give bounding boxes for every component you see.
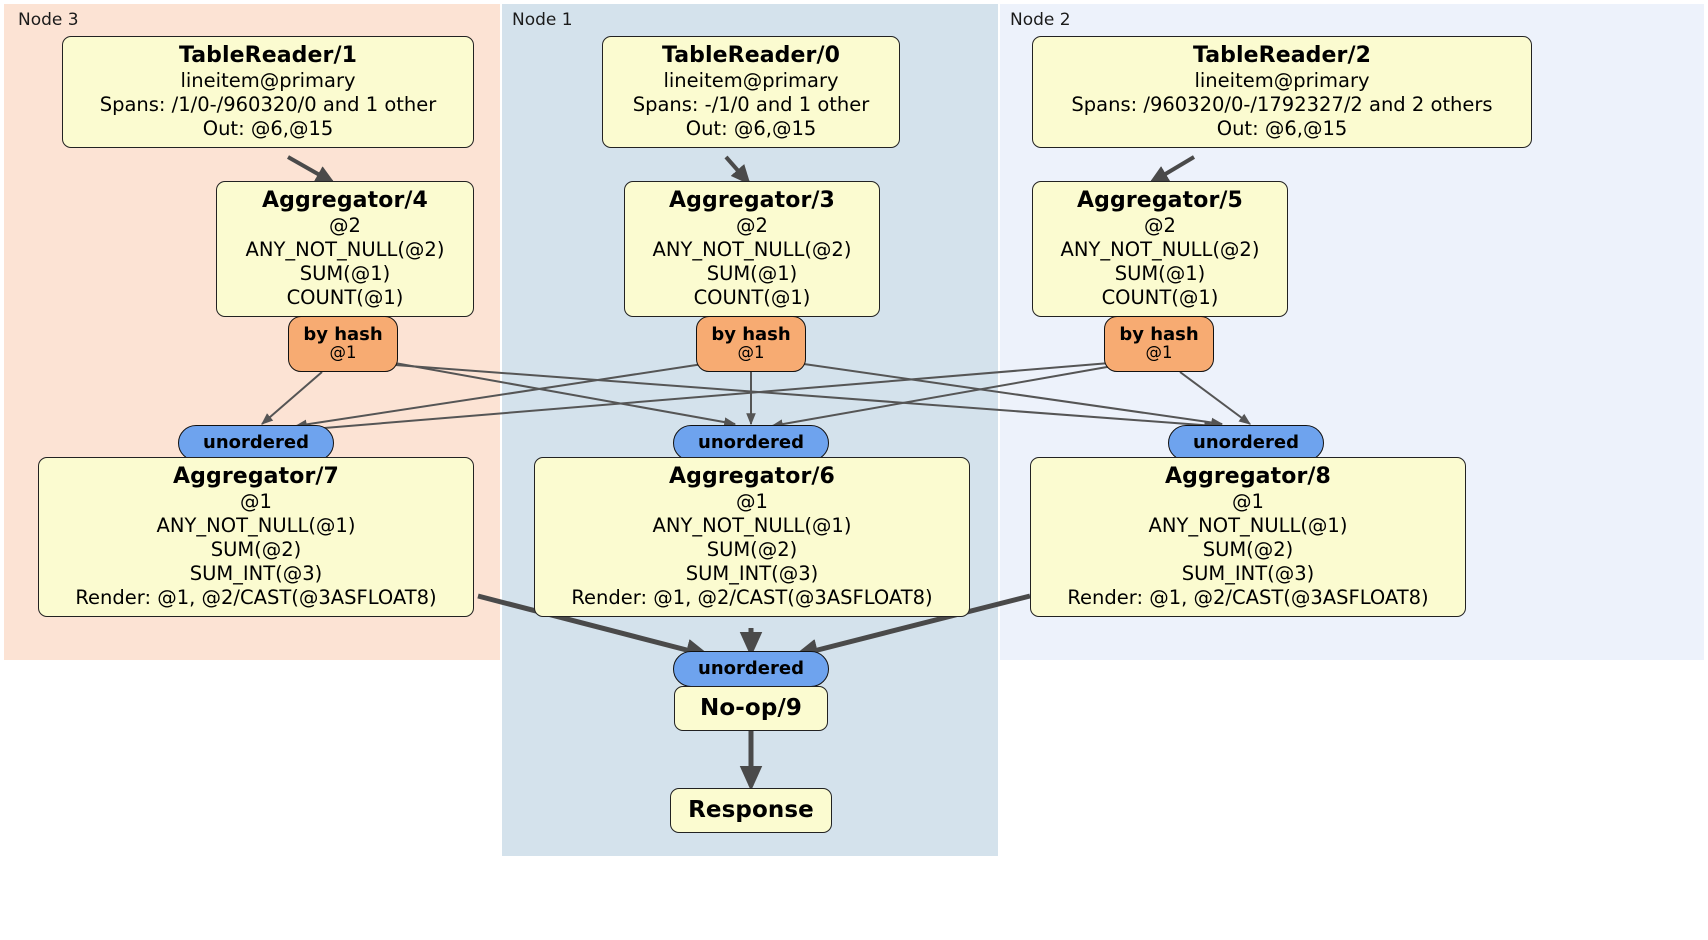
node-line: @1: [736, 490, 768, 514]
sync-unordered-final[interactable]: unordered: [673, 651, 829, 687]
node-response[interactable]: Response: [670, 788, 832, 834]
edge-hash4-un8: [381, 363, 1217, 430]
node-aggregator-8[interactable]: Aggregator/8 @1 ANY_NOT_NULL(@1) SUM(@2)…: [1030, 457, 1466, 617]
node-line: Out: @6,@15: [202, 117, 334, 141]
panel-label-node-3: Node 3: [18, 10, 79, 30]
edge-hash5-un8: [1179, 371, 1251, 425]
node-title: TableReader/1: [178, 43, 358, 68]
node-aggregator-5[interactable]: Aggregator/5 @2 ANY_NOT_NULL(@2) SUM(@1)…: [1032, 181, 1288, 317]
node-title: Aggregator/3: [669, 188, 835, 213]
edge-hash3-un8: [789, 361, 1224, 428]
node-line: Render: @1, @2/CAST(@3ASFLOAT8): [571, 585, 933, 609]
node-aggregator-3[interactable]: Aggregator/3 @2 ANY_NOT_NULL(@2) SUM(@1)…: [624, 181, 880, 317]
node-line: ANY_NOT_NULL(@2): [1060, 238, 1260, 262]
node-no-op-9[interactable]: No-op/9: [674, 686, 828, 732]
node-line: COUNT(@1): [1101, 286, 1219, 309]
node-aggregator-6[interactable]: Aggregator/6 @1 ANY_NOT_NULL(@1) SUM(@2)…: [534, 457, 970, 617]
node-line: SUM(@1): [706, 262, 798, 286]
edge-hash4-un6: [377, 359, 737, 427]
edge-hash5-un7: [298, 361, 1123, 434]
node-title: TableReader/2: [1192, 43, 1372, 68]
node-line: SUM_INT(@3): [189, 562, 323, 585]
node-line: SUM_INT(@3): [685, 562, 819, 585]
node-line: SUM(@2): [210, 538, 302, 562]
router-by-hash-3[interactable]: by hash @1: [696, 316, 806, 372]
node-line: ANY_NOT_NULL(@2): [245, 238, 445, 262]
router-by-hash-5[interactable]: by hash @1: [1104, 316, 1214, 372]
node-line: lineitem@primary: [1194, 69, 1370, 93]
node-line: @2: [1144, 214, 1176, 238]
node-title: Aggregator/8: [1165, 464, 1331, 489]
router-column: @1: [737, 343, 765, 363]
node-aggregator-4[interactable]: Aggregator/4 @2 ANY_NOT_NULL(@2) SUM(@1)…: [216, 181, 474, 317]
node-line: Spans: -/1/0 and 1 other: [632, 93, 870, 117]
sync-label: unordered: [203, 432, 309, 454]
node-line: SUM(@1): [1114, 262, 1206, 286]
node-line: @2: [736, 214, 768, 238]
node-line: Spans: /960320/0-/1792327/2 and 2 others: [1071, 93, 1493, 117]
node-line: Render: @1, @2/CAST(@3ASFLOAT8): [1067, 585, 1429, 609]
edge-agg7-un9: [477, 593, 711, 661]
node-title: No-op/9: [700, 695, 802, 721]
node-line: SUM(@2): [706, 538, 798, 562]
node-title: Aggregator/7: [173, 464, 339, 489]
edge-tr2-agg5: [1148, 155, 1196, 185]
panel-label-node-1: Node 1: [512, 10, 573, 30]
node-line: COUNT(@1): [286, 286, 404, 309]
router-label: by hash: [1119, 323, 1199, 345]
node-line: Out: @6,@15: [1216, 117, 1348, 141]
edge-hash3-un7: [294, 361, 717, 430]
node-line: SUM(@1): [299, 262, 391, 286]
router-column: @1: [329, 343, 357, 363]
node-line: @1: [240, 490, 272, 514]
node-title: Aggregator/4: [262, 188, 428, 213]
router-column: @1: [1145, 343, 1173, 363]
sync-label: unordered: [1193, 432, 1299, 454]
panel-label-node-2: Node 2: [1010, 10, 1071, 30]
edge-hash4-un7: [261, 371, 323, 425]
edge-agg8-un9: [793, 593, 1031, 661]
edge-hash5-un6: [770, 363, 1125, 429]
node-aggregator-7[interactable]: Aggregator/7 @1 ANY_NOT_NULL(@1) SUM(@2)…: [38, 457, 474, 617]
node-title: TableReader/0: [661, 43, 841, 68]
node-line: ANY_NOT_NULL(@1): [1148, 514, 1348, 538]
node-line: lineitem@primary: [663, 69, 839, 93]
node-line: Out: @6,@15: [685, 117, 817, 141]
edge-tr1-agg4: [287, 155, 336, 184]
router-label: by hash: [303, 323, 383, 345]
sync-unordered-6[interactable]: unordered: [673, 425, 829, 461]
node-line: ANY_NOT_NULL(@2): [652, 238, 852, 262]
node-title: Response: [688, 797, 814, 823]
node-line: lineitem@primary: [180, 69, 356, 93]
edge-hash-to-unordered-group: [261, 359, 1251, 434]
node-line: ANY_NOT_NULL(@1): [652, 514, 852, 538]
node-line: Render: @1, @2/CAST(@3ASFLOAT8): [75, 585, 437, 609]
router-by-hash-4[interactable]: by hash @1: [288, 316, 398, 372]
node-table-reader-1[interactable]: TableReader/1 lineitem@primary Spans: /1…: [62, 36, 474, 148]
sync-unordered-7[interactable]: unordered: [178, 425, 334, 461]
node-line: ANY_NOT_NULL(@1): [156, 514, 356, 538]
node-title: Aggregator/6: [669, 464, 835, 489]
node-line: SUM_INT(@3): [1181, 562, 1315, 585]
node-line: COUNT(@1): [693, 286, 811, 309]
edge-reader-to-agg-group: [287, 155, 1196, 186]
node-line: @2: [329, 214, 361, 238]
node-title: Aggregator/5: [1077, 188, 1243, 213]
node-line: Spans: /1/0-/960320/0 and 1 other: [99, 93, 437, 117]
sync-unordered-8[interactable]: unordered: [1168, 425, 1324, 461]
node-line: SUM(@2): [1202, 538, 1294, 562]
edge-tr0-agg3: [724, 155, 751, 186]
node-table-reader-0[interactable]: TableReader/0 lineitem@primary Spans: -/…: [602, 36, 900, 148]
node-table-reader-2[interactable]: TableReader/2 lineitem@primary Spans: /9…: [1032, 36, 1532, 148]
node-line: @1: [1232, 490, 1264, 514]
sync-label: unordered: [698, 432, 804, 454]
edge-agg-to-final-group: [477, 593, 1031, 661]
router-label: by hash: [711, 323, 791, 345]
sync-label: unordered: [698, 658, 804, 680]
